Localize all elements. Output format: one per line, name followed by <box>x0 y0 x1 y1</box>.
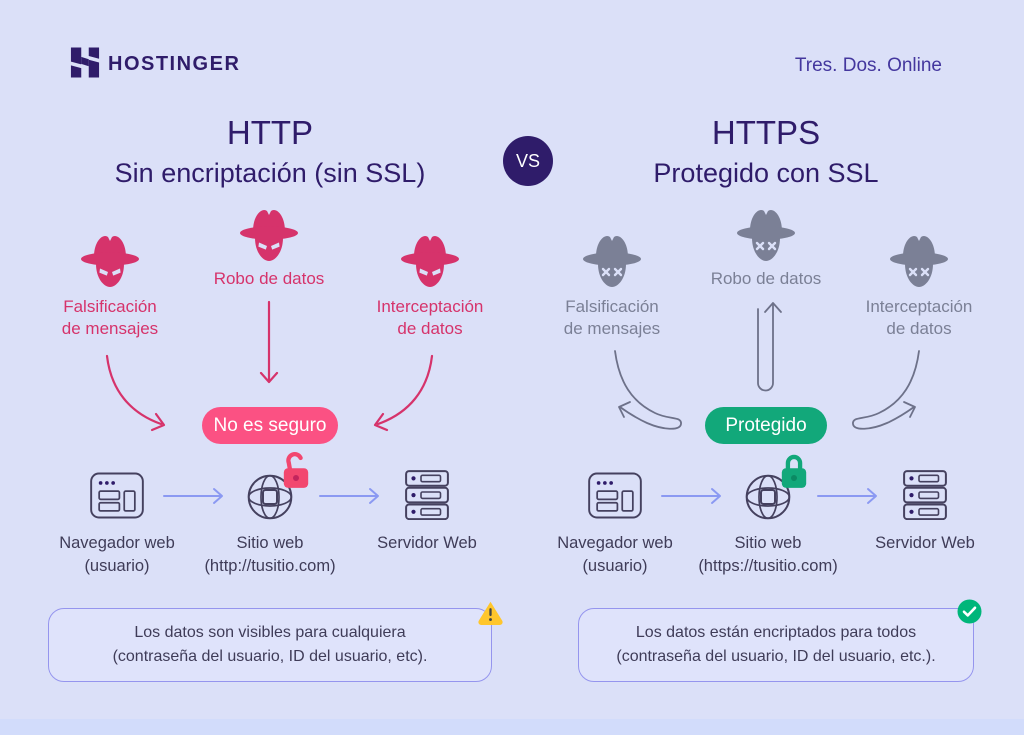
https-note-box: Los datos están encriptados para todos (… <box>578 599 982 682</box>
node-label: Servidor Web <box>377 534 477 552</box>
server-icon <box>405 470 449 520</box>
node-label: Navegador web (usuario) <box>59 534 175 575</box>
threat-label: Robo de datos <box>710 269 822 288</box>
browser-icon <box>90 472 144 519</box>
note-text: Los datos están encriptados para todos (… <box>616 624 936 665</box>
spy-hat-icon <box>232 206 306 266</box>
node-label: Servidor Web <box>875 534 975 552</box>
arrow-bounce-left-head <box>618 401 631 418</box>
node-label: Sitio web (https://tusitio.com) <box>698 534 838 575</box>
arrow-bounce-right <box>852 350 920 430</box>
threat-label: Robo de datos <box>213 269 325 288</box>
hostinger-logo-icon <box>70 46 100 79</box>
arrow-falsificacion-head <box>150 412 166 432</box>
note-text: Los datos son visibles para cualquiera (… <box>112 624 428 665</box>
arrow-bounce-right-head <box>903 401 916 418</box>
http-title: HTTP <box>226 114 314 151</box>
server-icon <box>903 470 947 520</box>
threat-label: Interceptación de datos <box>376 297 484 338</box>
not-secure-badge: No es seguro <box>202 407 338 444</box>
spy-hat-icon <box>393 232 467 292</box>
node-label: Navegador web (usuario) <box>557 534 673 575</box>
arrow-bounce-middle-head <box>764 302 782 313</box>
http-subtitle: Sin encriptación (sin SSL) <box>114 158 426 188</box>
threat-label: Falsificación de mensajes <box>563 297 661 338</box>
footer-band <box>0 719 1024 735</box>
https-subtitle: Protegido con SSL <box>653 158 879 188</box>
brand-tagline: Tres. Dos. Online <box>794 55 942 76</box>
brand-name: HOSTINGER <box>108 53 241 75</box>
check-icon <box>957 599 982 624</box>
arrow-interceptacion-head <box>373 412 389 432</box>
protected-badge: Protegido <box>705 407 827 444</box>
warning-icon <box>478 601 503 625</box>
browser-icon <box>588 472 642 519</box>
threat-label: Falsificación de mensajes <box>61 297 159 338</box>
arrow-bounce-left <box>614 350 682 430</box>
spy-hat-icon <box>73 232 147 292</box>
http-note-box: Los datos son visibles para cualquiera (… <box>48 601 503 682</box>
threat-label: Interceptación de datos <box>865 297 973 338</box>
arrow-interceptacion-curve <box>376 354 434 426</box>
arrow-robo-down-head <box>259 371 279 384</box>
open-padlock-icon <box>281 451 311 491</box>
spy-hat-defeated-icon <box>575 232 649 292</box>
https-title: HTTPS <box>711 114 821 151</box>
node-label: Sitio web (http://tusitio.com) <box>204 534 336 575</box>
spy-hat-defeated-icon <box>882 232 956 292</box>
arrow-bounce-middle <box>757 303 774 392</box>
closed-padlock-icon <box>779 451 809 491</box>
arrow-falsificacion-curve <box>105 354 163 426</box>
vs-badge: VS <box>503 136 553 186</box>
spy-hat-defeated-icon <box>729 206 803 266</box>
